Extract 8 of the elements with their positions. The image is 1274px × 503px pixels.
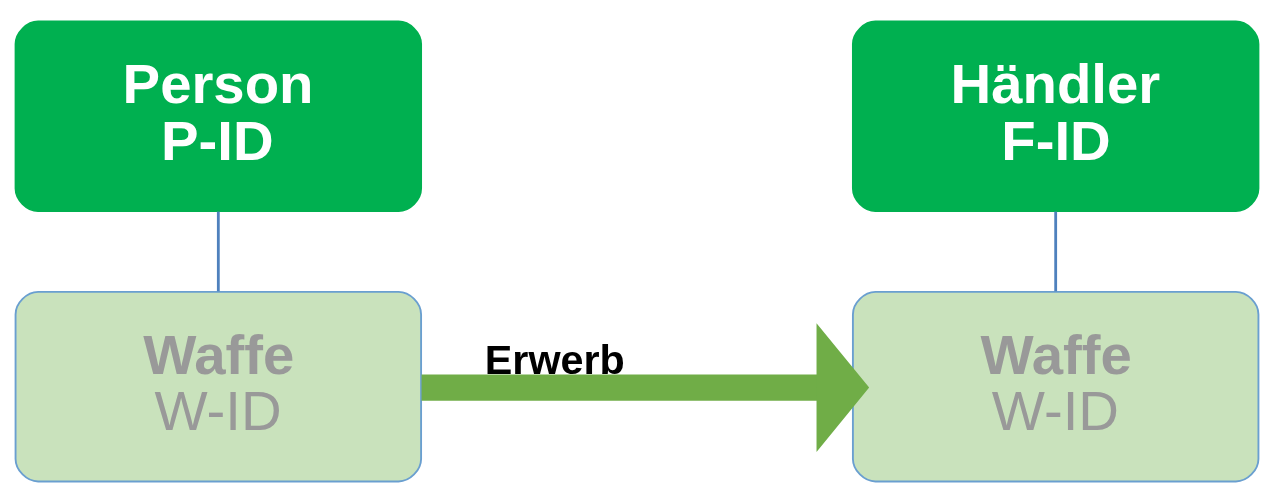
edge-label: Erwerb xyxy=(484,336,625,383)
connector xyxy=(1054,211,1058,292)
arrow xyxy=(421,323,870,453)
node-box: Händler F-ID xyxy=(851,20,1260,213)
node-box: Person P-ID xyxy=(14,20,423,213)
connector xyxy=(216,211,220,292)
node-box: Waffe W-ID xyxy=(14,290,423,483)
node-box: Waffe W-ID xyxy=(851,290,1260,483)
